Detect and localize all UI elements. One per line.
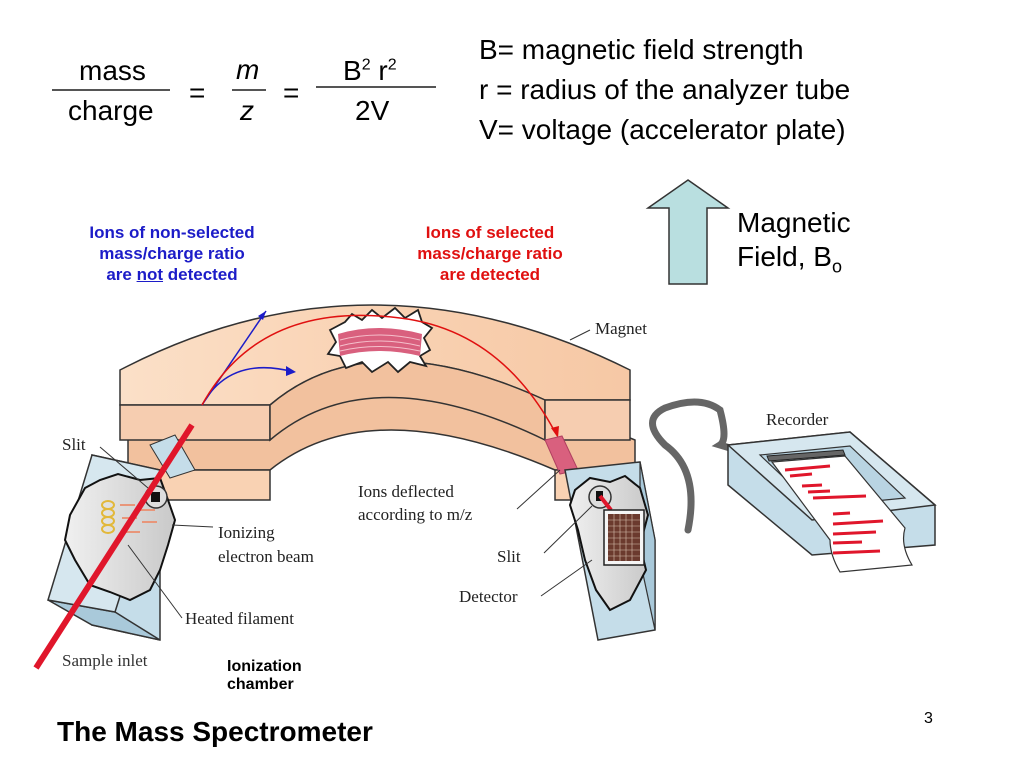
callout-non-selected-line3: are not detected — [62, 264, 282, 285]
page-number: 3 — [924, 710, 933, 727]
label-ions-deflected-1: Ions deflected — [358, 482, 454, 501]
formula-rhs-numerator: B2 r2 — [343, 57, 397, 85]
arrowhead-red — [551, 426, 559, 438]
formula-mid-fraction-bar — [232, 89, 266, 91]
magnetic-field-line2: Field, Bo — [737, 240, 851, 284]
callout-selected-line3: are detected — [439, 265, 541, 284]
mass-spectrometer-diagram: Magnet Recorder Slit Ionizing electron b… — [33, 304, 937, 670]
magnetic-field-label: Magnetic Field, Bo — [737, 206, 851, 284]
definition-V: V= voltage (accelerator plate) — [479, 114, 846, 145]
label-sample-inlet: Sample inlet — [62, 651, 148, 670]
ion-path-selected — [201, 314, 556, 433]
detector-chamber — [564, 461, 656, 641]
callout-non-selected-line1: Ions of non-selected — [89, 223, 255, 242]
magnet-cutaway-window — [326, 306, 434, 374]
callout-selected-ions: Ions of selected mass/charge ratio are d… — [390, 222, 590, 285]
formula-rhs-fraction-bar — [316, 86, 436, 88]
label-recorder: Recorder — [766, 410, 829, 429]
slide-title: The Mass Spectrometer — [57, 716, 373, 747]
definition-B: B= magnetic field strength — [479, 34, 804, 65]
callout-emphasis-not: not — [136, 265, 164, 284]
label-slit-right: Slit — [497, 547, 521, 566]
definition-r: r = radius of the analyzer tube — [479, 74, 851, 105]
callout-non-selected-line2: mass/charge ratio — [99, 244, 245, 263]
ionization-chamber-line1: Ionization — [227, 658, 302, 675]
ionization-chamber — [47, 454, 177, 641]
formula-B: B — [343, 55, 362, 86]
label-leader-lines — [99, 329, 593, 619]
label-heated-filament: Heated filament — [185, 609, 294, 628]
formula-mid-numerator: m — [236, 54, 260, 85]
label-ionizing-2: electron beam — [218, 547, 314, 566]
callout-selected-line1: Ions of selected — [425, 223, 555, 242]
callout-prefix: are — [106, 265, 137, 284]
magnetic-field-arrow-icon — [645, 179, 731, 285]
label-ions-deflected-2: according to m/z — [358, 505, 473, 524]
ionization-chamber-label: Ionization chamber — [227, 658, 302, 694]
callout-suffix: detected — [163, 265, 238, 284]
recorder — [726, 431, 937, 573]
label-detector: Detector — [459, 587, 518, 606]
label-magnet: Magnet — [595, 319, 647, 338]
label-ionizing-1: Ionizing — [218, 523, 275, 542]
callout-selected-line2: mass/charge ratio — [417, 244, 563, 263]
formula-r-exponent: 2 — [387, 56, 397, 74]
recorder-cable — [649, 398, 734, 534]
label-slit-left: Slit — [62, 435, 86, 454]
formula-rhs-denominator: 2V — [355, 95, 390, 126]
magnetic-field-line1: Magnetic — [737, 207, 851, 238]
recorder-trace-lines — [784, 464, 884, 555]
sample-ion-beam — [33, 423, 195, 670]
formula-equals-2: = — [283, 77, 300, 108]
arrowhead-blue-2 — [286, 366, 296, 376]
heated-filament-coil — [101, 500, 115, 534]
ion-paths — [201, 310, 559, 438]
formula-B-exponent: 2 — [361, 56, 371, 74]
formula-lhs-numerator: mass — [79, 55, 146, 86]
formula-equals-1: = — [189, 77, 206, 108]
arrowhead-blue-1 — [258, 311, 266, 320]
formula-mid-denominator: z — [240, 95, 254, 126]
ionization-chamber-line2: chamber — [227, 676, 294, 693]
formula-r: r — [378, 55, 388, 86]
formula-lhs-fraction-bar — [52, 89, 170, 91]
formula-lhs-denominator: charge — [68, 95, 154, 126]
field-B-subscript: o — [831, 256, 842, 277]
definitions-list: B= magnetic field strength r = radius of… — [479, 30, 850, 150]
callout-non-selected-ions: Ions of non-selected mass/charge ratio a… — [62, 222, 282, 285]
field-B-text: Field, B — [737, 241, 832, 272]
